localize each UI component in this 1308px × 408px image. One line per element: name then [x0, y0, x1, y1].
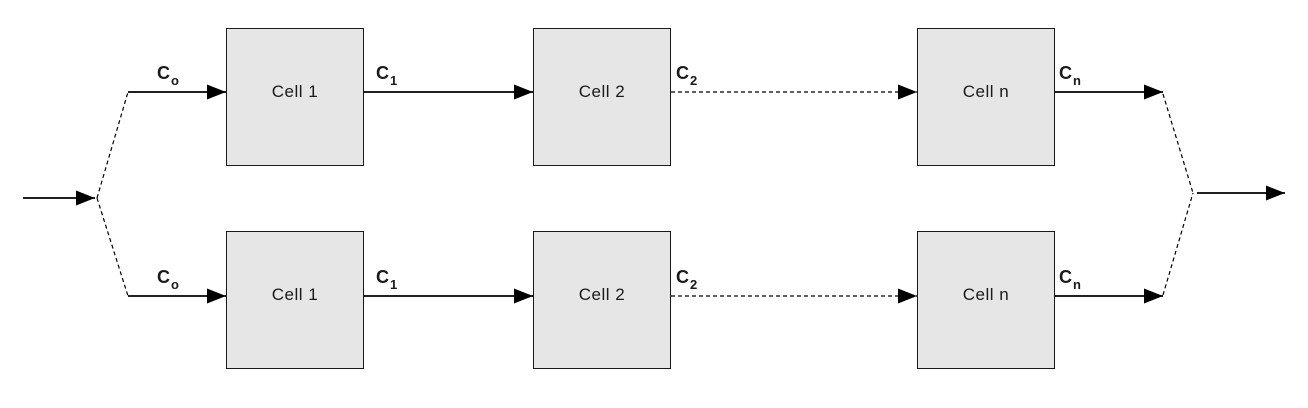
label-main: C [1059, 267, 1072, 287]
merge-dashed-line-top [1162, 93, 1194, 194]
cell-box-top-2: Cell 2 [533, 28, 671, 166]
label-c0-bottom: Co [157, 267, 179, 291]
label-cn-bottom: Cn [1059, 267, 1081, 291]
label-subscript: n [1073, 72, 1081, 88]
label-main: C [376, 63, 389, 83]
label-main: C [676, 267, 689, 287]
label-subscript: n [1073, 276, 1081, 292]
cell-label: Cell 2 [578, 284, 626, 304]
split-dashed-line-bottom [96, 197, 129, 297]
split-dashed-line-top [96, 91, 129, 199]
cell-box-bottom-2: Cell 2 [533, 231, 671, 369]
label-subscript: o [171, 276, 179, 292]
cell-box-bottom-1: Cell 1 [226, 231, 364, 369]
label-c1-bottom: C1 [376, 267, 397, 291]
label-c2-top: C2 [676, 63, 697, 87]
cell-label: Cell 2 [578, 81, 626, 101]
label-c2-bottom: C2 [676, 267, 697, 291]
label-subscript: 2 [690, 276, 698, 292]
merge-dashed-line-bottom [1162, 192, 1194, 296]
label-main: C [157, 63, 170, 83]
cell-box-top-n: Cell n [917, 28, 1055, 166]
label-subscript: 1 [390, 276, 398, 292]
label-subscript: o [171, 72, 179, 88]
label-main: C [157, 267, 170, 287]
label-main: C [676, 63, 689, 83]
cell-label: Cell 1 [271, 284, 319, 304]
label-subscript: 2 [690, 72, 698, 88]
cell-box-bottom-n: Cell n [917, 231, 1055, 369]
label-c1-top: C1 [376, 63, 397, 87]
label-subscript: 1 [390, 72, 398, 88]
label-c0-top: Co [157, 63, 179, 87]
label-main: C [1059, 63, 1072, 83]
cell-box-top-1: Cell 1 [226, 28, 364, 166]
cell-label: Cell n [962, 81, 1010, 101]
cell-label: Cell 1 [271, 81, 319, 101]
cell-label: Cell n [962, 284, 1010, 304]
label-main: C [376, 267, 389, 287]
label-cn-top: Cn [1059, 63, 1081, 87]
